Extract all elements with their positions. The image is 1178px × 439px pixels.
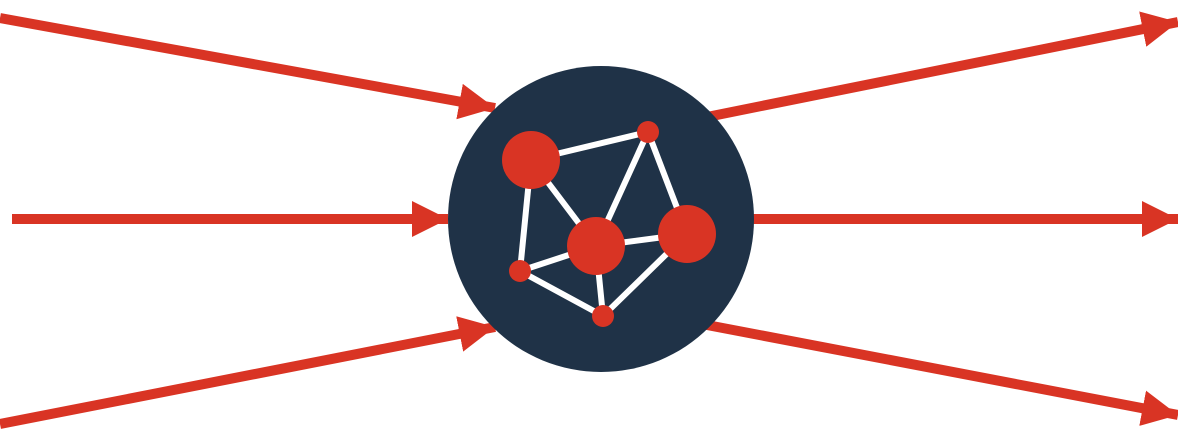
- network-node-large: [658, 205, 716, 263]
- network-nodes: [502, 121, 716, 327]
- network-edge: [517, 268, 606, 319]
- incoming-arrow-bottom: [0, 316, 496, 429]
- network-node-small: [509, 260, 531, 282]
- network-node-small: [592, 305, 614, 327]
- incoming-arrow-top: [0, 13, 496, 120]
- network-node-center: [567, 217, 625, 275]
- incoming-arrows: [0, 13, 496, 429]
- network-graph-icon: [502, 121, 716, 327]
- outgoing-arrow-bottom: [706, 320, 1178, 426]
- outgoing-arrows: [706, 11, 1178, 426]
- network-node-small: [637, 121, 659, 143]
- network-node-large: [502, 131, 560, 189]
- outgoing-arrow-top: [706, 11, 1178, 122]
